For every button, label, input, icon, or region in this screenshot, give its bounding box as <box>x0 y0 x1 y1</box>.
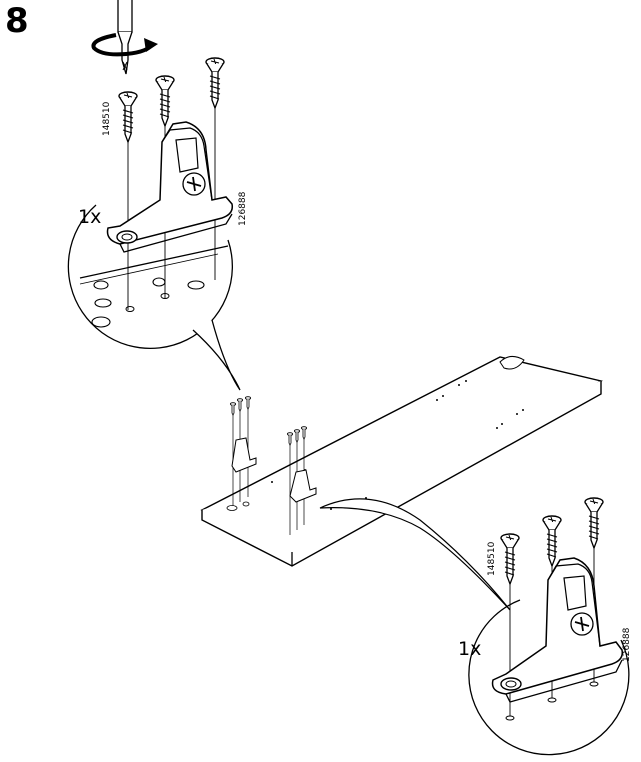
screw-part-number: 148510 <box>102 101 112 136</box>
screw-icon <box>205 57 225 109</box>
overview-panel <box>200 356 603 611</box>
screw-icon <box>542 515 562 567</box>
bottom-detail <box>468 497 630 756</box>
bracket-part-number: 126888 <box>238 191 248 226</box>
top-detail <box>67 0 241 391</box>
screw-part-number: 148510 <box>487 541 497 576</box>
screwdriver-icon <box>117 0 133 75</box>
screw-icon <box>118 91 138 143</box>
screw-icon <box>584 497 604 549</box>
rotation-arrow-icon <box>91 33 158 57</box>
screw-icon <box>155 75 175 127</box>
screw-icon <box>500 533 520 585</box>
bracket-part-number: 126888 <box>622 627 632 662</box>
step-number: 8 <box>5 1 29 41</box>
quantity-label: 1x <box>458 638 482 660</box>
quantity-label: 1x <box>78 206 102 228</box>
